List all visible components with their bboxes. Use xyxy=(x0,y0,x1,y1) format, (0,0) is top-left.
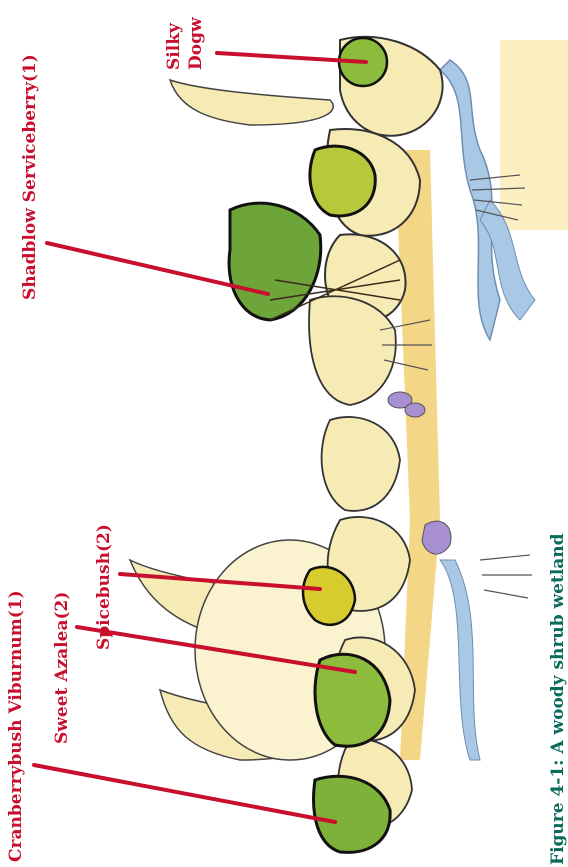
stream-water xyxy=(440,60,500,340)
label-silky: Silky xyxy=(164,23,184,70)
label-cranberrybush-viburnum: Cranberrybush Viburnum(1) xyxy=(6,590,26,862)
pond-water xyxy=(440,560,480,760)
label-shadblow-serviceberry: Shadblow Serviceberry(1) xyxy=(20,54,40,300)
figure-caption: Figure 4-1: A woody shrub wetland xyxy=(548,533,568,865)
label-sweet-azalea: Sweet Azalea(2) xyxy=(52,592,72,744)
label-spicebush: Spicebush(2) xyxy=(94,524,114,650)
label-dogwood: Dogw xyxy=(186,17,206,70)
sweet-azalea-shrub xyxy=(310,146,375,216)
background-sand xyxy=(500,40,568,230)
leader-cranberrybush xyxy=(34,765,335,822)
